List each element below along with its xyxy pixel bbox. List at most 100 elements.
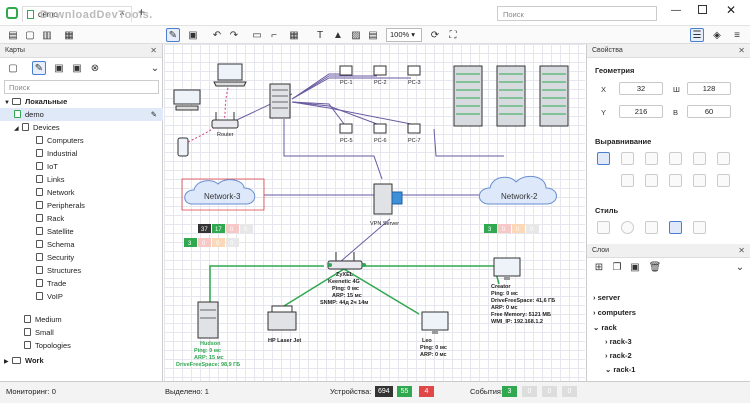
delete-icon[interactable]: ⊗ (90, 62, 100, 74)
layer-item[interactable]: › server (593, 293, 621, 302)
panel-close-icon[interactable]: ✕ (150, 46, 157, 55)
tree-item[interactable]: Small (24, 326, 54, 339)
tree-devices[interactable]: ◢Devices (14, 123, 60, 132)
edit-mode-icon[interactable]: ✎ (166, 28, 180, 42)
open-icon[interactable]: ▢ (25, 29, 35, 41)
tree-item[interactable]: IoT (36, 160, 58, 173)
list-toggle-icon[interactable]: ≡ (734, 29, 740, 41)
edit-pencil-icon[interactable]: ✎ (150, 110, 157, 119)
collapse-icon[interactable]: ⌄ (735, 261, 745, 273)
tree-item[interactable]: Medium (24, 313, 62, 326)
vpn-server-icon[interactable] (373, 183, 403, 215)
pc-icon[interactable] (339, 123, 353, 134)
minimize-button[interactable]: — (671, 5, 681, 16)
new-map-icon[interactable]: ▤ (8, 29, 18, 41)
layers-toggle-icon[interactable]: ◈ (713, 29, 721, 41)
copy-layer-icon[interactable]: ❐ (612, 261, 622, 273)
align-none-icon[interactable] (597, 152, 610, 165)
printer-icon[interactable] (267, 305, 297, 331)
width-input[interactable]: 128 (687, 82, 731, 95)
same-width-icon[interactable] (693, 174, 706, 187)
picture-icon[interactable]: ▨ (351, 29, 361, 41)
pc-icon[interactable] (407, 65, 421, 76)
square-shape-icon[interactable] (597, 221, 610, 234)
zoom-select[interactable]: 100% ▾ (386, 28, 422, 42)
close-window-button[interactable]: ✕ (726, 3, 737, 17)
y-input[interactable]: 216 (619, 105, 663, 118)
align-bottom-icon[interactable] (621, 174, 634, 187)
events-badge[interactable]: 0 (542, 386, 557, 397)
devices-total-badge[interactable]: 694 (375, 386, 393, 397)
layer-item[interactable]: ⌄ rack-1 (605, 365, 636, 374)
events-badge[interactable]: 0 (562, 386, 577, 397)
connector-icon[interactable]: ⌐ (271, 29, 277, 41)
delete-layer-icon[interactable]: 🗑 (648, 261, 662, 273)
edit-map-icon[interactable]: ✎ (32, 61, 46, 75)
tree-item[interactable]: Schema (36, 238, 75, 251)
add-layer-icon[interactable]: ⊞ (594, 261, 604, 273)
grid-icon[interactable]: ▦ (289, 29, 299, 41)
leo-pc-icon[interactable] (421, 311, 449, 334)
tree-item[interactable]: Structures (36, 264, 81, 277)
maps-search-input[interactable]: Поиск (4, 80, 159, 94)
add-tab-button[interactable]: + (138, 5, 146, 19)
tree-item[interactable]: Network (36, 186, 75, 199)
tree-work[interactable]: ▶Work (4, 356, 44, 365)
align-top-icon[interactable] (669, 152, 682, 165)
distribute-v-icon[interactable] (669, 174, 682, 187)
rack-icon[interactable] (453, 65, 483, 127)
desktop-icon[interactable] (173, 89, 201, 111)
panel-close-icon[interactable]: ✕ (738, 46, 745, 55)
events-badge[interactable]: 3 (502, 386, 517, 397)
cloud-shape-icon[interactable] (669, 221, 682, 234)
events-badge[interactable]: 0 (522, 386, 537, 397)
diagram-canvas[interactable]: Router PC-1 PC-2 PC-3 PC-5 PC-6 PC-7 Net (164, 44, 585, 381)
pc-icon[interactable] (407, 123, 421, 134)
cloud-network2[interactable] (478, 175, 557, 205)
switch-icon[interactable] (269, 83, 291, 119)
properties-toggle-icon[interactable]: ☰ (690, 28, 704, 42)
hexagon-shape-icon[interactable] (645, 221, 658, 234)
layer-item[interactable]: › computers (593, 308, 636, 317)
save-map-icon[interactable]: ▣ (54, 62, 64, 74)
rack-icon[interactable] (539, 65, 569, 127)
x-input[interactable]: 32 (619, 82, 663, 95)
refresh-icon[interactable]: ⟳ (430, 29, 440, 41)
text-tool-icon[interactable]: T (316, 29, 324, 41)
align-left-icon[interactable] (621, 152, 634, 165)
tree-item[interactable]: Industrial (36, 147, 77, 160)
docs-icon[interactable]: ▥ (42, 29, 52, 41)
layer-item[interactable]: › rack-2 (605, 351, 632, 360)
fit-icon[interactable]: ⛶ (449, 29, 457, 41)
collapse-icon[interactable]: ⌄ (150, 62, 160, 74)
cloud-network3[interactable] (184, 179, 256, 205)
tree-item[interactable]: Computers (36, 134, 84, 147)
new-doc-icon[interactable]: ▢ (8, 62, 18, 74)
save-as-icon[interactable]: ▣ (72, 62, 82, 74)
tree-item[interactable]: Links (36, 173, 65, 186)
creator-pc-icon[interactable] (493, 257, 521, 280)
router-icon[interactable] (211, 112, 239, 129)
selection-box[interactable] (181, 178, 265, 211)
align-middle-icon[interactable] (693, 152, 706, 165)
zyxel-router-icon[interactable] (327, 252, 366, 270)
circle-shape-icon[interactable] (621, 221, 634, 234)
tab-demo[interactable]: demo × (22, 6, 132, 22)
align-right-icon[interactable] (717, 152, 730, 165)
hudson-server-icon[interactable] (197, 301, 219, 339)
tree-item[interactable]: Topologies (24, 339, 71, 352)
devices-ok-badge[interactable]: 55 (397, 386, 412, 397)
tree-item[interactable]: Security (36, 251, 74, 264)
merge-layer-icon[interactable]: ▣ (630, 261, 640, 273)
save-icon[interactable]: ▣ (188, 29, 198, 41)
tree-item[interactable]: Rack (36, 212, 64, 225)
global-search[interactable]: Поиск (497, 6, 657, 21)
layout-icon[interactable]: ▤ (368, 29, 378, 41)
pc-icon[interactable] (373, 123, 387, 134)
layer-item[interactable]: ⌄ rack (593, 323, 617, 332)
panel-close-icon[interactable]: ✕ (738, 246, 745, 255)
pc-icon[interactable] (339, 65, 353, 76)
redo-icon[interactable]: ↷ (229, 29, 239, 41)
undo-icon[interactable]: ↶ (212, 29, 222, 41)
pc-icon[interactable] (373, 65, 387, 76)
